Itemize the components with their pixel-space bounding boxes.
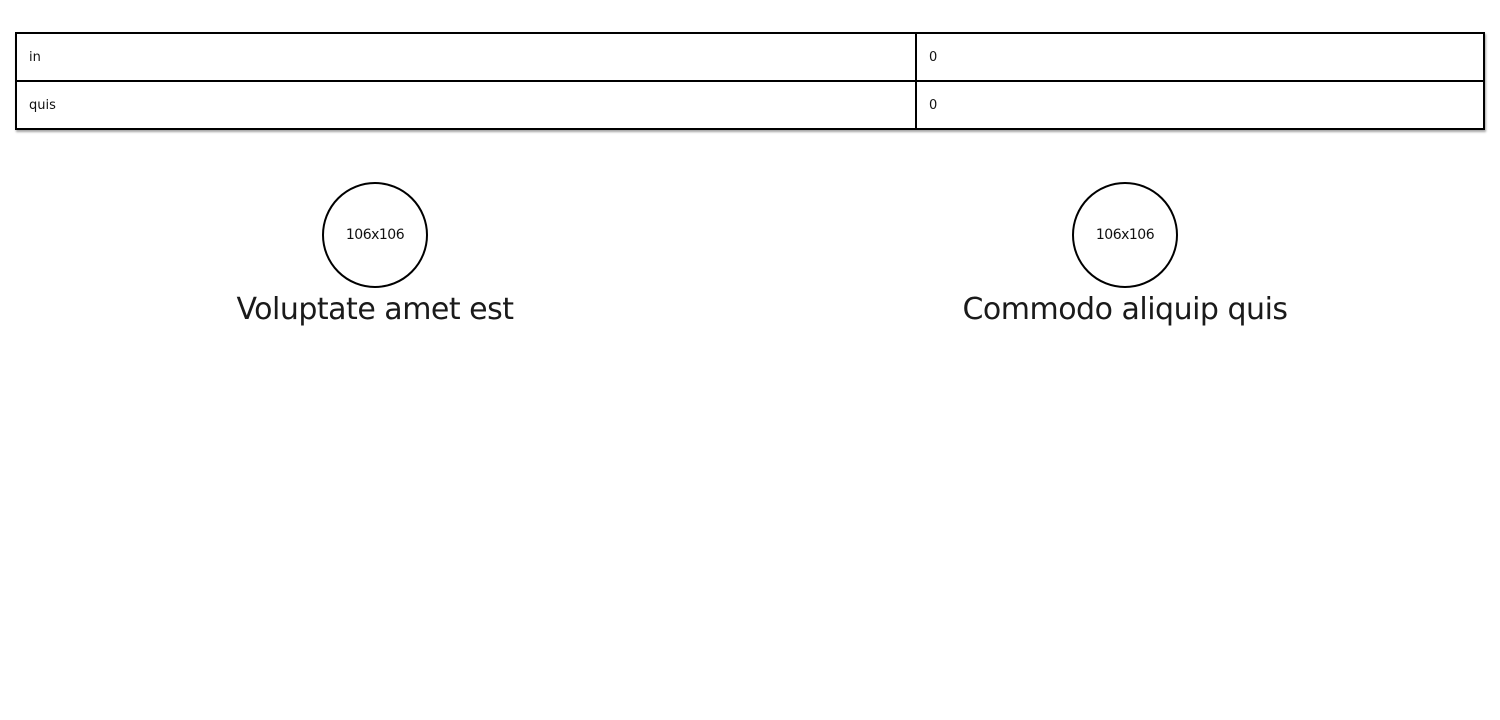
table-row: in 0 bbox=[15, 32, 1485, 82]
profile-card: 106x106 Voluptate amet est bbox=[175, 182, 575, 330]
avatar-image-placeholder: 106x106 bbox=[1072, 182, 1178, 288]
avatar-image-placeholder: 106x106 bbox=[322, 182, 428, 288]
card-title: Voluptate amet est bbox=[236, 292, 514, 327]
table-row: quis 0 bbox=[15, 80, 1485, 130]
table-cell-key: quis bbox=[15, 80, 917, 130]
card-title: Commodo aliquip quis bbox=[962, 292, 1288, 327]
table-cell-key: in bbox=[15, 32, 917, 82]
table-cell-value: 0 bbox=[915, 80, 1485, 130]
key-value-table: in 0 quis 0 bbox=[15, 32, 1485, 130]
profile-card: 106x106 Commodo aliquip quis bbox=[925, 182, 1325, 330]
data-table: in 0 quis 0 bbox=[15, 32, 1485, 130]
image-size-label: 106x106 bbox=[345, 227, 405, 243]
table-cell-value: 0 bbox=[915, 32, 1485, 82]
image-size-label: 106x106 bbox=[1095, 227, 1155, 243]
